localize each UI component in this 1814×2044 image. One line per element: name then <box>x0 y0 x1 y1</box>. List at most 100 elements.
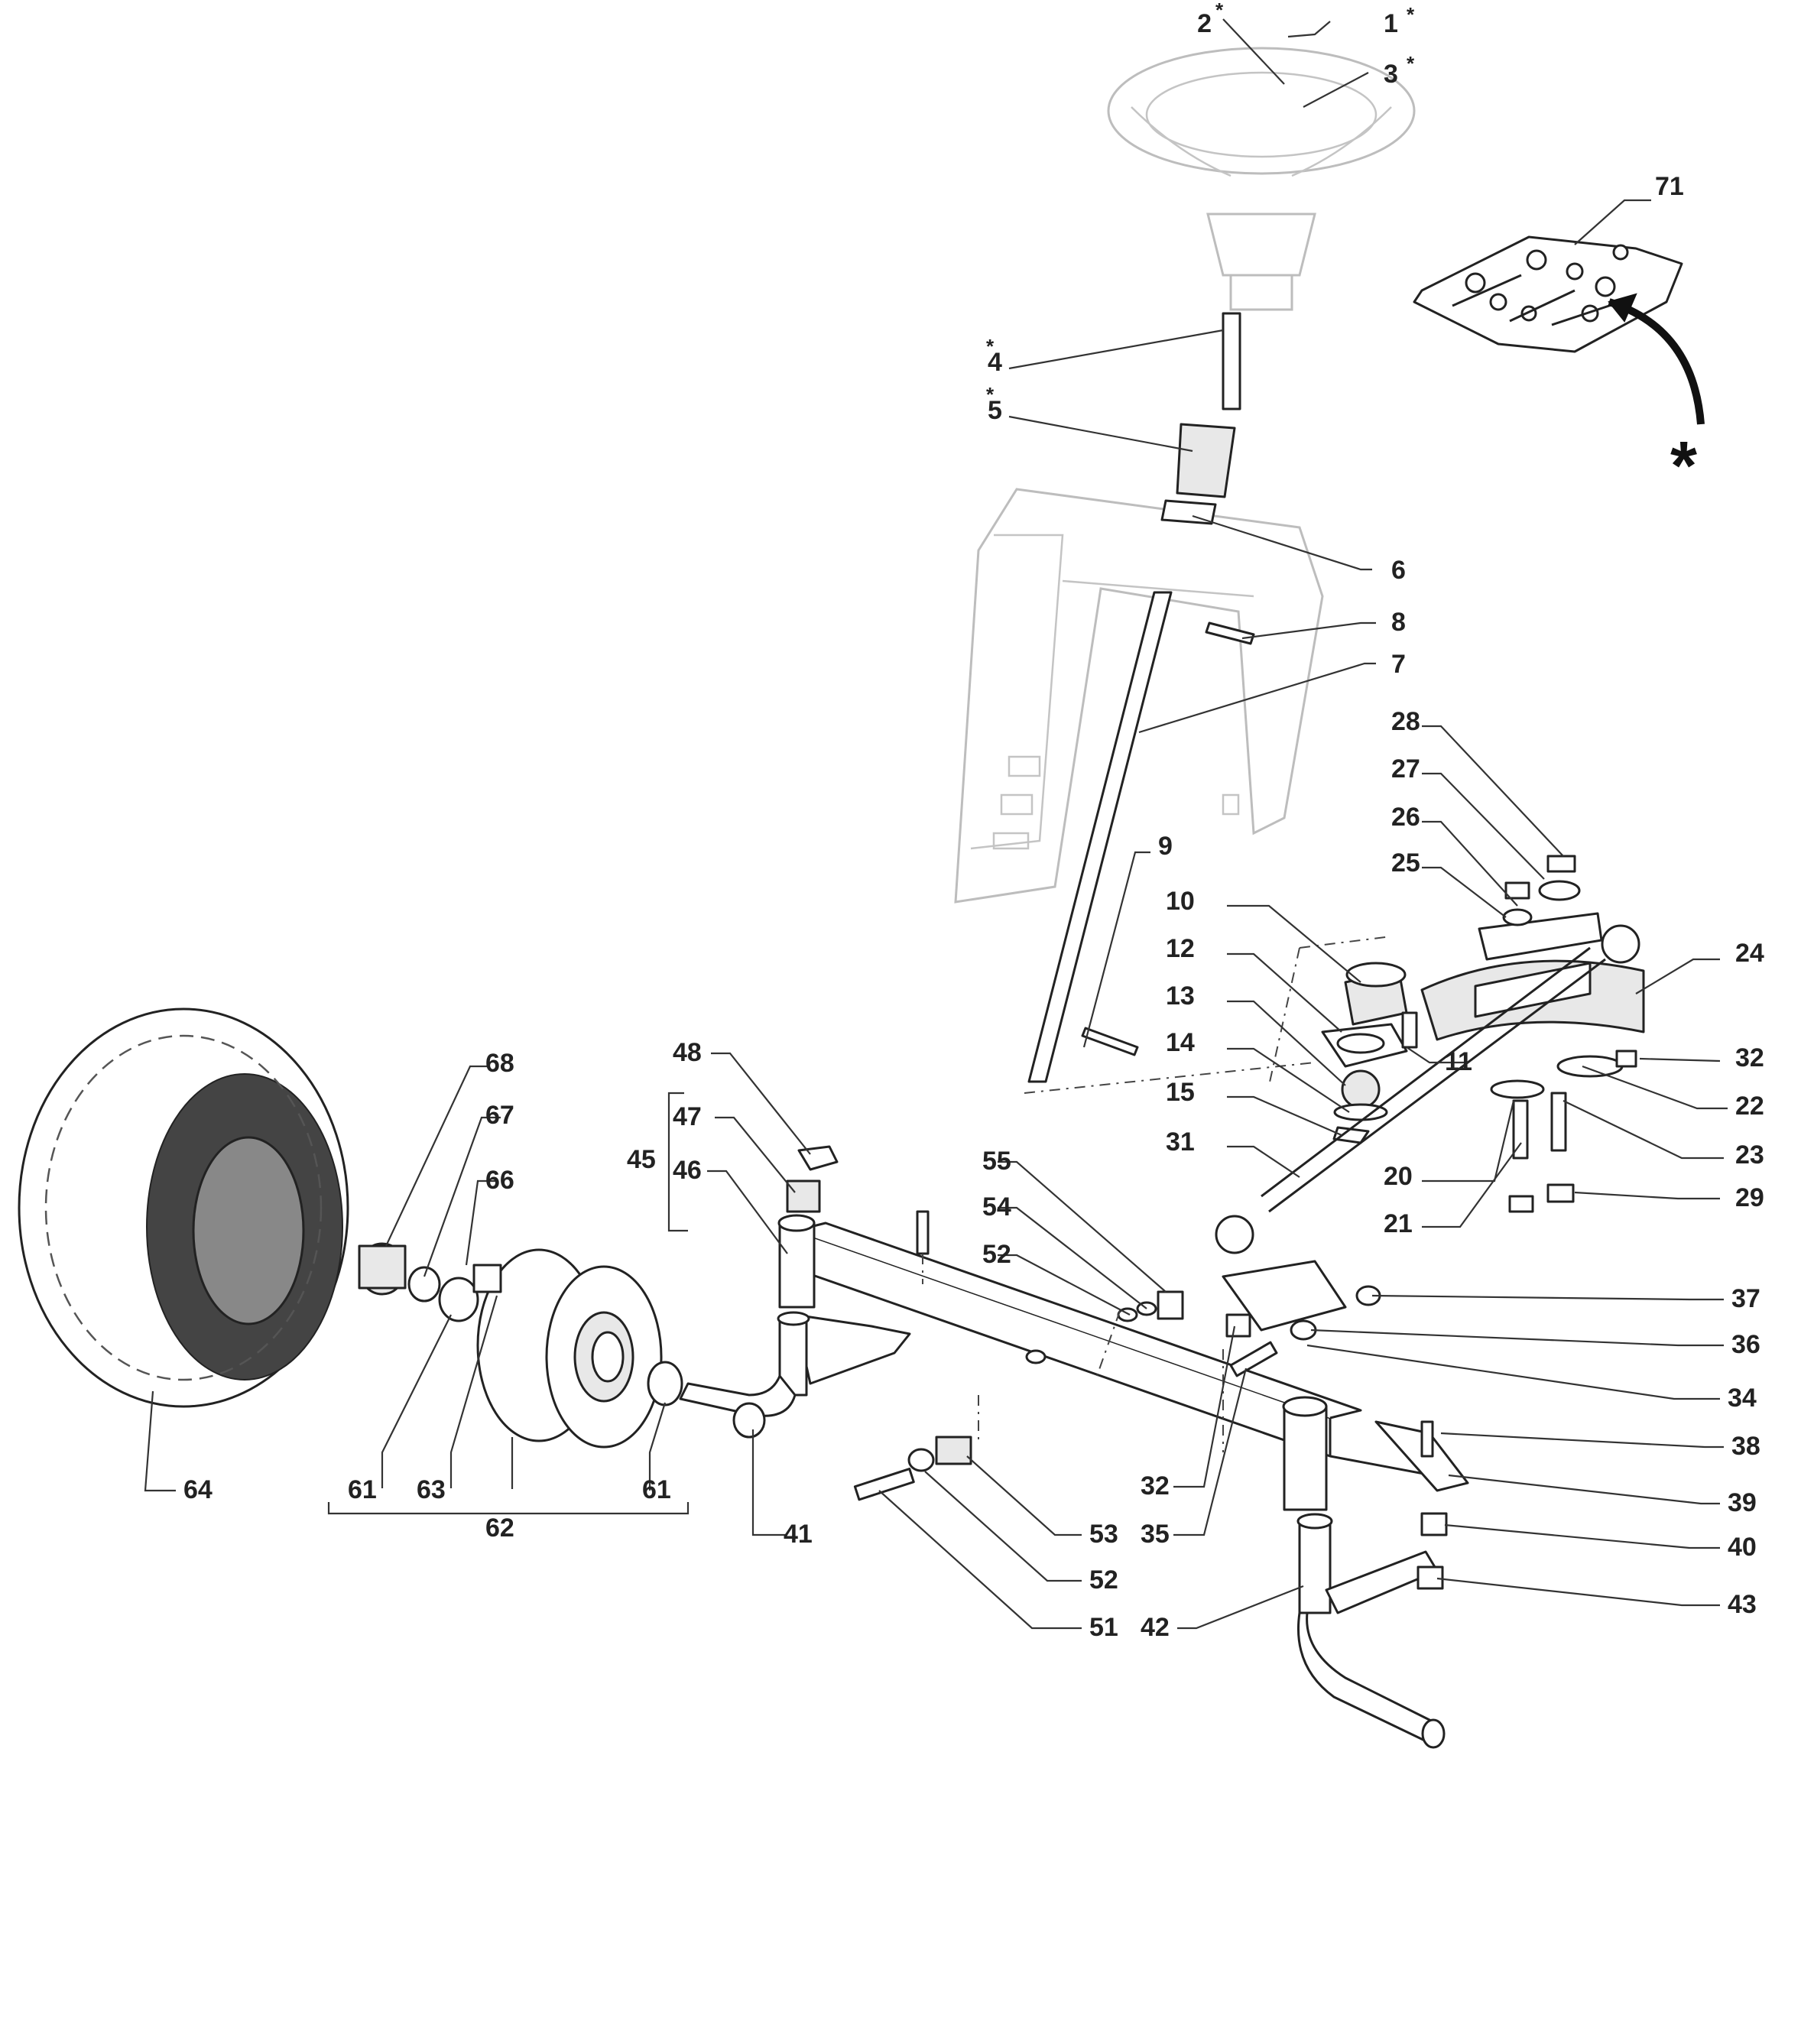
nut-32-lower <box>1225 1313 1251 1338</box>
pivot-tube-right <box>1283 1405 1328 1511</box>
pivot-tube-left <box>778 1222 816 1309</box>
leader-lines <box>144 18 1728 1630</box>
label-62: 62 <box>485 1514 514 1543</box>
label-32-lower: 32 <box>1141 1471 1170 1501</box>
bolt-upper <box>916 1210 930 1255</box>
label-35: 35 <box>1141 1520 1170 1549</box>
washer-27 <box>1538 880 1581 901</box>
stud-23 <box>1550 1092 1567 1152</box>
kit-star: * <box>1670 428 1697 505</box>
label-53: 53 <box>1089 1520 1118 1549</box>
label-2: 2 <box>1197 9 1212 38</box>
washer-52 <box>907 1448 935 1472</box>
nut-55 <box>1157 1290 1184 1320</box>
steering-wheel-ghost <box>1107 47 1416 311</box>
nut-43 <box>1416 1565 1444 1590</box>
star-3: * <box>1407 52 1415 75</box>
nut-29 <box>1546 1183 1575 1203</box>
steering-shaft-7 <box>1027 591 1173 1083</box>
label-48: 48 <box>673 1038 702 1067</box>
label-64: 64 <box>183 1475 213 1504</box>
label-47: 47 <box>673 1102 702 1131</box>
bushing-47 <box>786 1179 821 1213</box>
label-27: 27 <box>1391 754 1420 784</box>
star-2: * <box>1215 0 1224 21</box>
bolt-35 <box>1229 1341 1278 1377</box>
label-68: 68 <box>485 1049 514 1078</box>
pin-8 <box>1205 621 1255 645</box>
label-3: 3 <box>1384 60 1398 89</box>
washer-22 <box>1556 1055 1624 1078</box>
star-4: * <box>986 335 995 358</box>
nut-32 <box>1615 1050 1637 1068</box>
label-43: 43 <box>1728 1590 1757 1619</box>
part-labels: 2 * 1 * 3 * 4 * 5 * 6 8 7 9 10 12 13 14 … <box>183 0 1764 1642</box>
label-36: 36 <box>1731 1330 1760 1359</box>
label-31: 31 <box>1166 1127 1195 1157</box>
fitting-66 <box>472 1264 502 1293</box>
label-20: 20 <box>1384 1162 1413 1191</box>
label-1: 1 <box>1384 9 1398 38</box>
washer-20 <box>1490 1079 1545 1099</box>
label-23: 23 <box>1735 1140 1764 1170</box>
wheel-rim-62 <box>358 1242 683 1449</box>
label-41: 41 <box>784 1520 813 1549</box>
bolt-11 <box>1401 1011 1418 1049</box>
label-12: 12 <box>1166 934 1195 963</box>
tire-64 <box>18 1007 349 1408</box>
shaft-4 <box>1222 312 1241 410</box>
nut-28 <box>1546 855 1576 873</box>
label-15: 15 <box>1166 1078 1195 1107</box>
label-46: 46 <box>673 1156 702 1185</box>
label-5: 5 <box>988 396 1002 425</box>
ball-joint-24 <box>1601 924 1640 964</box>
clip-48 <box>797 1145 839 1171</box>
label-6: 6 <box>1391 556 1406 585</box>
hardware <box>786 1145 1448 1590</box>
tie-rod-31 <box>1261 946 1591 1198</box>
pin-9 <box>1081 1027 1139 1056</box>
label-9: 9 <box>1158 832 1173 861</box>
label-22: 22 <box>1735 1092 1764 1121</box>
left-spindle-41 <box>679 1311 810 1439</box>
label-38: 38 <box>1731 1432 1760 1461</box>
label-29: 29 <box>1735 1183 1764 1212</box>
label-7: 7 <box>1391 650 1406 679</box>
label-63: 63 <box>417 1475 446 1504</box>
label-21: 21 <box>1384 1209 1413 1238</box>
bolt-51 <box>853 1468 915 1501</box>
label-66: 66 <box>485 1166 514 1195</box>
bearing-61-right <box>647 1361 683 1406</box>
label-54: 54 <box>982 1192 1011 1222</box>
label-32-upper: 32 <box>1735 1043 1764 1072</box>
steering-arm-34 <box>1222 1260 1347 1332</box>
steering-column <box>1024 312 1392 1094</box>
label-67: 67 <box>485 1101 514 1130</box>
label-55: 55 <box>982 1147 1011 1176</box>
star-1: * <box>1407 3 1415 26</box>
label-42: 42 <box>1141 1613 1170 1642</box>
label-10: 10 <box>1166 887 1195 916</box>
nut-40 <box>1420 1512 1448 1536</box>
label-26: 26 <box>1391 803 1420 832</box>
parts-kit-71 <box>1413 235 1705 425</box>
label-13: 13 <box>1166 981 1195 1011</box>
label-40: 40 <box>1728 1533 1757 1562</box>
clip-6 <box>1160 499 1217 525</box>
label-34: 34 <box>1728 1384 1757 1413</box>
label-51: 51 <box>1089 1613 1118 1642</box>
clip-67 <box>407 1266 441 1303</box>
label-52-upper: 52 <box>982 1240 1011 1269</box>
bushing-13 <box>1341 1069 1381 1109</box>
label-28: 28 <box>1391 707 1420 736</box>
bushing-5 <box>1176 423 1236 498</box>
label-14: 14 <box>1166 1028 1195 1057</box>
label-25: 25 <box>1391 848 1420 878</box>
label-71: 71 <box>1655 172 1684 201</box>
label-45: 45 <box>627 1145 656 1174</box>
stud-21 <box>1512 1099 1529 1160</box>
label-61-left: 61 <box>348 1475 377 1504</box>
label-11: 11 <box>1445 1047 1472 1076</box>
